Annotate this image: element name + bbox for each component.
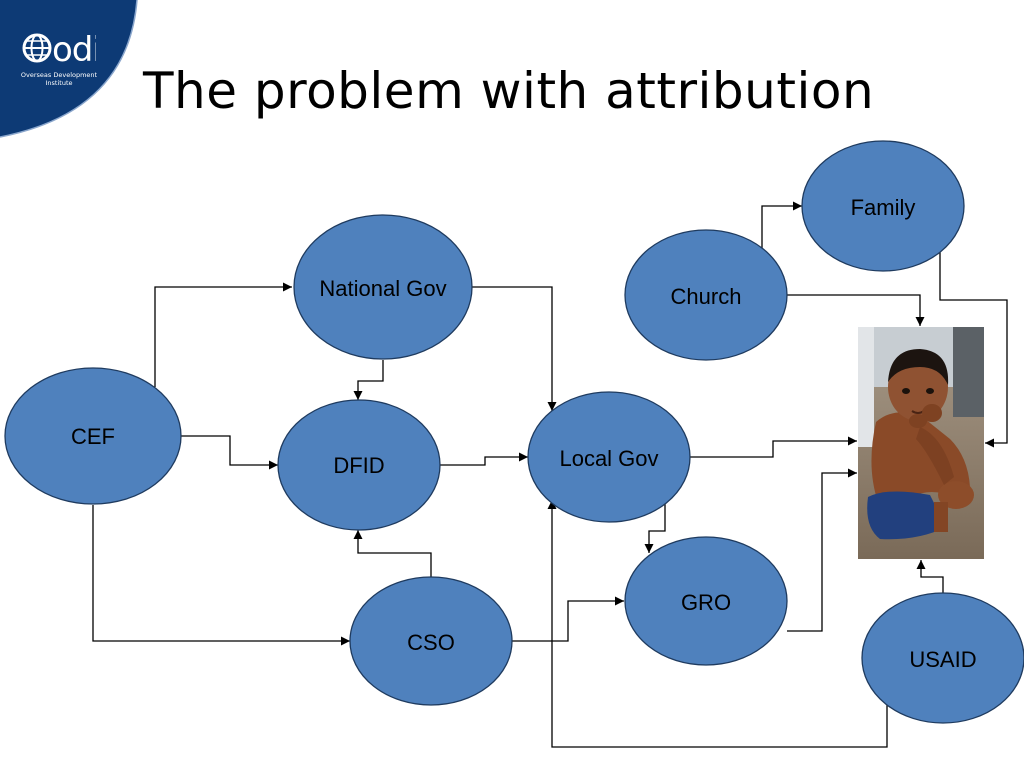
child-photo xyxy=(858,327,984,559)
node-gro-label: GRO xyxy=(681,590,731,615)
logo-subtitle: Overseas Development Institute xyxy=(14,71,104,87)
connectors xyxy=(92,201,1008,748)
edge-usaid-to-child xyxy=(916,560,944,594)
node-national-gov: National Gov xyxy=(293,214,473,360)
edge-local-gov-to-child xyxy=(690,436,857,458)
node-usaid-label: USAID xyxy=(909,647,976,672)
child-photo-image xyxy=(858,327,984,559)
edge-family-to-child xyxy=(939,252,1008,448)
edge-church-to-child xyxy=(787,294,925,326)
edge-national-gov-to-dfid xyxy=(353,360,384,400)
edge-cso-to-dfid xyxy=(353,530,432,578)
node-family-label: Family xyxy=(851,195,916,220)
edge-gro-to-child xyxy=(787,468,857,632)
edge-cef-to-cso xyxy=(92,505,350,646)
edge-dfid-to-local-gov xyxy=(440,452,528,466)
edge-national-gov-to-local-gov xyxy=(471,286,557,411)
node-gro-shape xyxy=(624,536,788,666)
logo-subtitle-line1: Overseas Development xyxy=(20,71,98,79)
node-local-gov-label: Local Gov xyxy=(559,446,658,471)
node-local-gov: Local Gov xyxy=(527,391,691,523)
odi-logo-mark: odi xyxy=(22,30,96,66)
node-cso-label: CSO xyxy=(407,630,455,655)
edge-cso-to-gro xyxy=(512,596,624,642)
edge-church-to-family xyxy=(761,201,802,250)
slide-title: The problem with attribution xyxy=(143,62,875,120)
node-cef-shape xyxy=(4,367,182,505)
node-local-gov-shape xyxy=(527,391,691,523)
globe-icon xyxy=(22,33,52,63)
logo-subtitle-line2: Institute xyxy=(45,79,73,87)
edge-local-gov-to-gro xyxy=(644,502,666,553)
edge-usaid-to-local-gov xyxy=(547,500,888,748)
node-cso-shape xyxy=(349,576,513,706)
node-dfid-shape xyxy=(277,399,441,531)
node-family-shape xyxy=(801,140,965,272)
logo-wordmark: odi xyxy=(52,30,96,66)
node-national-gov-label: National Gov xyxy=(319,276,446,301)
node-cef-label: CEF xyxy=(71,424,115,449)
edge-cef-to-dfid xyxy=(181,435,278,470)
node-national-gov-shape xyxy=(293,214,473,360)
edge-cef-to-national-gov xyxy=(154,282,292,387)
logo-corner-edge xyxy=(0,0,138,138)
node-usaid-shape xyxy=(861,592,1024,724)
node-church: Church xyxy=(624,229,788,361)
node-usaid: USAID xyxy=(861,592,1024,724)
node-cso: CSO xyxy=(349,576,513,706)
node-church-label: Church xyxy=(671,284,742,309)
node-church-shape xyxy=(624,229,788,361)
node-cef: CEF xyxy=(4,367,182,505)
node-gro: GRO xyxy=(624,536,788,666)
node-dfid-label: DFID xyxy=(333,453,384,478)
node-dfid: DFID xyxy=(277,399,441,531)
node-family: Family xyxy=(801,140,965,272)
